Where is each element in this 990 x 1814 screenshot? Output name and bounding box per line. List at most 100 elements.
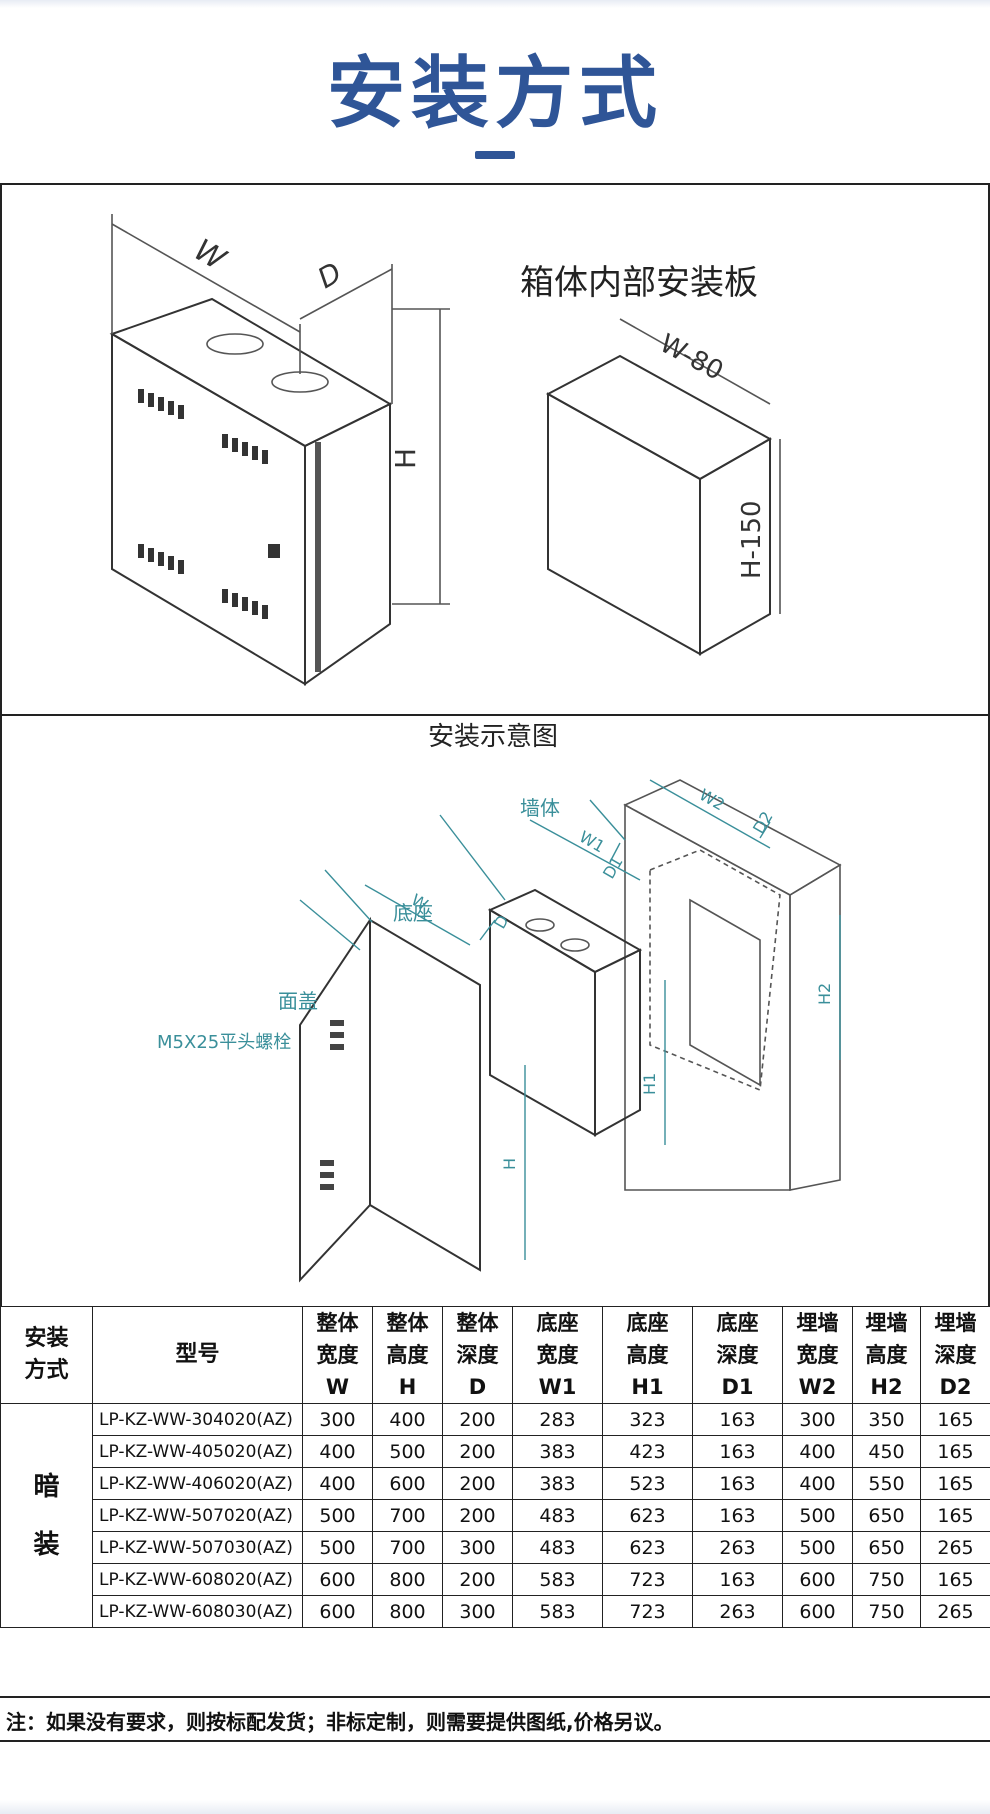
value-cell: 400 [782,1435,853,1468]
install-mode-cell: 暗装 [0,1403,93,1628]
page-title: 安装方式 [326,49,663,139]
header-text: 深度 [716,1343,759,1367]
value-cell: 400 [372,1403,443,1436]
value-cell: 200 [442,1403,513,1436]
value-cell: 583 [512,1563,603,1596]
table-header-cell: 埋墙高度 H2 [852,1306,921,1404]
header-text: 深度 [934,1343,977,1367]
value-cell: 483 [512,1499,603,1532]
table-header-cell: 埋墙宽度 W2 [782,1306,853,1404]
mounting-plate [545,354,773,656]
header-text: 宽度 [796,1343,839,1367]
value-cell: 500 [302,1531,373,1564]
value-cell: 163 [692,1403,783,1436]
header-text: H2 [870,1375,903,1399]
model-cell: LP-KZ-WW-507020(AZ) [92,1499,303,1532]
header-text: W [325,1375,350,1399]
header-text: 埋墙 [865,1311,908,1335]
header-text: H1 [631,1375,664,1399]
value-cell: 300 [782,1403,853,1436]
value-cell: 163 [692,1467,783,1500]
value-cell: 400 [302,1467,373,1500]
value-cell: 163 [692,1499,783,1532]
model-cell: LP-KZ-WW-507030(AZ) [92,1531,303,1564]
header-text: 方式 [24,1358,69,1383]
dim-w2: W2 [696,785,728,814]
value-cell: 200 [442,1499,513,1532]
dim-label-h: H [389,448,422,469]
value-cell: 165 [920,1435,990,1468]
value-cell: 600 [302,1563,373,1596]
value-cell: 500 [782,1531,853,1564]
dim-d2: D2 [749,808,777,837]
header-text: D1 [721,1375,754,1399]
top-gradient-bar [0,0,990,8]
header-text: W2 [798,1375,837,1399]
value-cell: 300 [442,1531,513,1564]
value-cell: 263 [692,1531,783,1564]
header-text: 埋墙 [796,1311,839,1335]
bottom-gradient-bar [0,1800,990,1814]
header-text: H [398,1375,417,1399]
divider-bottom [0,1740,990,1742]
value-cell: 700 [372,1531,443,1564]
value-cell: 265 [920,1531,990,1564]
value-cell: 723 [602,1563,693,1596]
dim-w1: W1 [576,827,608,856]
value-cell: 550 [852,1467,921,1500]
value-cell: 165 [920,1403,990,1436]
dim-h1: H1 [640,1073,659,1095]
value-cell: 650 [852,1531,921,1564]
value-cell: 165 [920,1467,990,1500]
value-cell: 200 [442,1563,513,1596]
header-text: 整体 [456,1311,499,1335]
value-cell: 383 [512,1467,603,1500]
value-cell: 450 [852,1435,921,1468]
value-cell: 300 [442,1595,513,1628]
header-text: 底座 [536,1311,579,1335]
table-header-cell: 安装方式 [0,1306,93,1404]
model-cell: LP-KZ-WW-608020(AZ) [92,1563,303,1596]
model-cell: LP-KZ-WW-304020(AZ) [92,1403,303,1436]
enclosure-dimension-diagram: W D H 箱体内部安装板 W-80 H-150 [109,214,781,686]
dim-label-h150: H-150 [737,500,767,579]
enclosure-box [109,297,393,686]
header-text: W1 [538,1375,577,1399]
title-underline [475,151,515,159]
value-cell: 750 [852,1595,921,1628]
header-text: 整体 [386,1311,429,1335]
header-text: 底座 [626,1311,669,1335]
header-text: 高度 [865,1343,908,1367]
footnote: 注：如果没有要求，则按标配发货；非标定制，则需要提供图纸,价格另议。 [6,1710,674,1734]
value-cell: 263 [692,1595,783,1628]
value-cell: 323 [602,1403,693,1436]
header-text: 底座 [716,1311,759,1335]
value-cell: 383 [512,1435,603,1468]
header-text: 安装 [24,1326,69,1351]
dim-h2: H2 [815,983,834,1005]
header-text: 整体 [316,1311,359,1335]
divider-top [0,183,990,185]
value-cell: 800 [372,1595,443,1628]
dim-d1: D1 [599,853,627,882]
table-header-cell: 整体宽度 W [302,1306,373,1404]
installation-caption: 安装示意图 [428,722,559,752]
header-text: 宽度 [316,1343,359,1367]
value-cell: 423 [602,1435,693,1468]
dim-d: D [490,912,513,932]
value-cell: 623 [602,1499,693,1532]
frame-left [0,183,2,1306]
value-cell: 300 [302,1403,373,1436]
table-header-cell: 底座深度 D1 [692,1306,783,1404]
value-cell: 600 [372,1467,443,1500]
value-cell: 500 [302,1499,373,1532]
